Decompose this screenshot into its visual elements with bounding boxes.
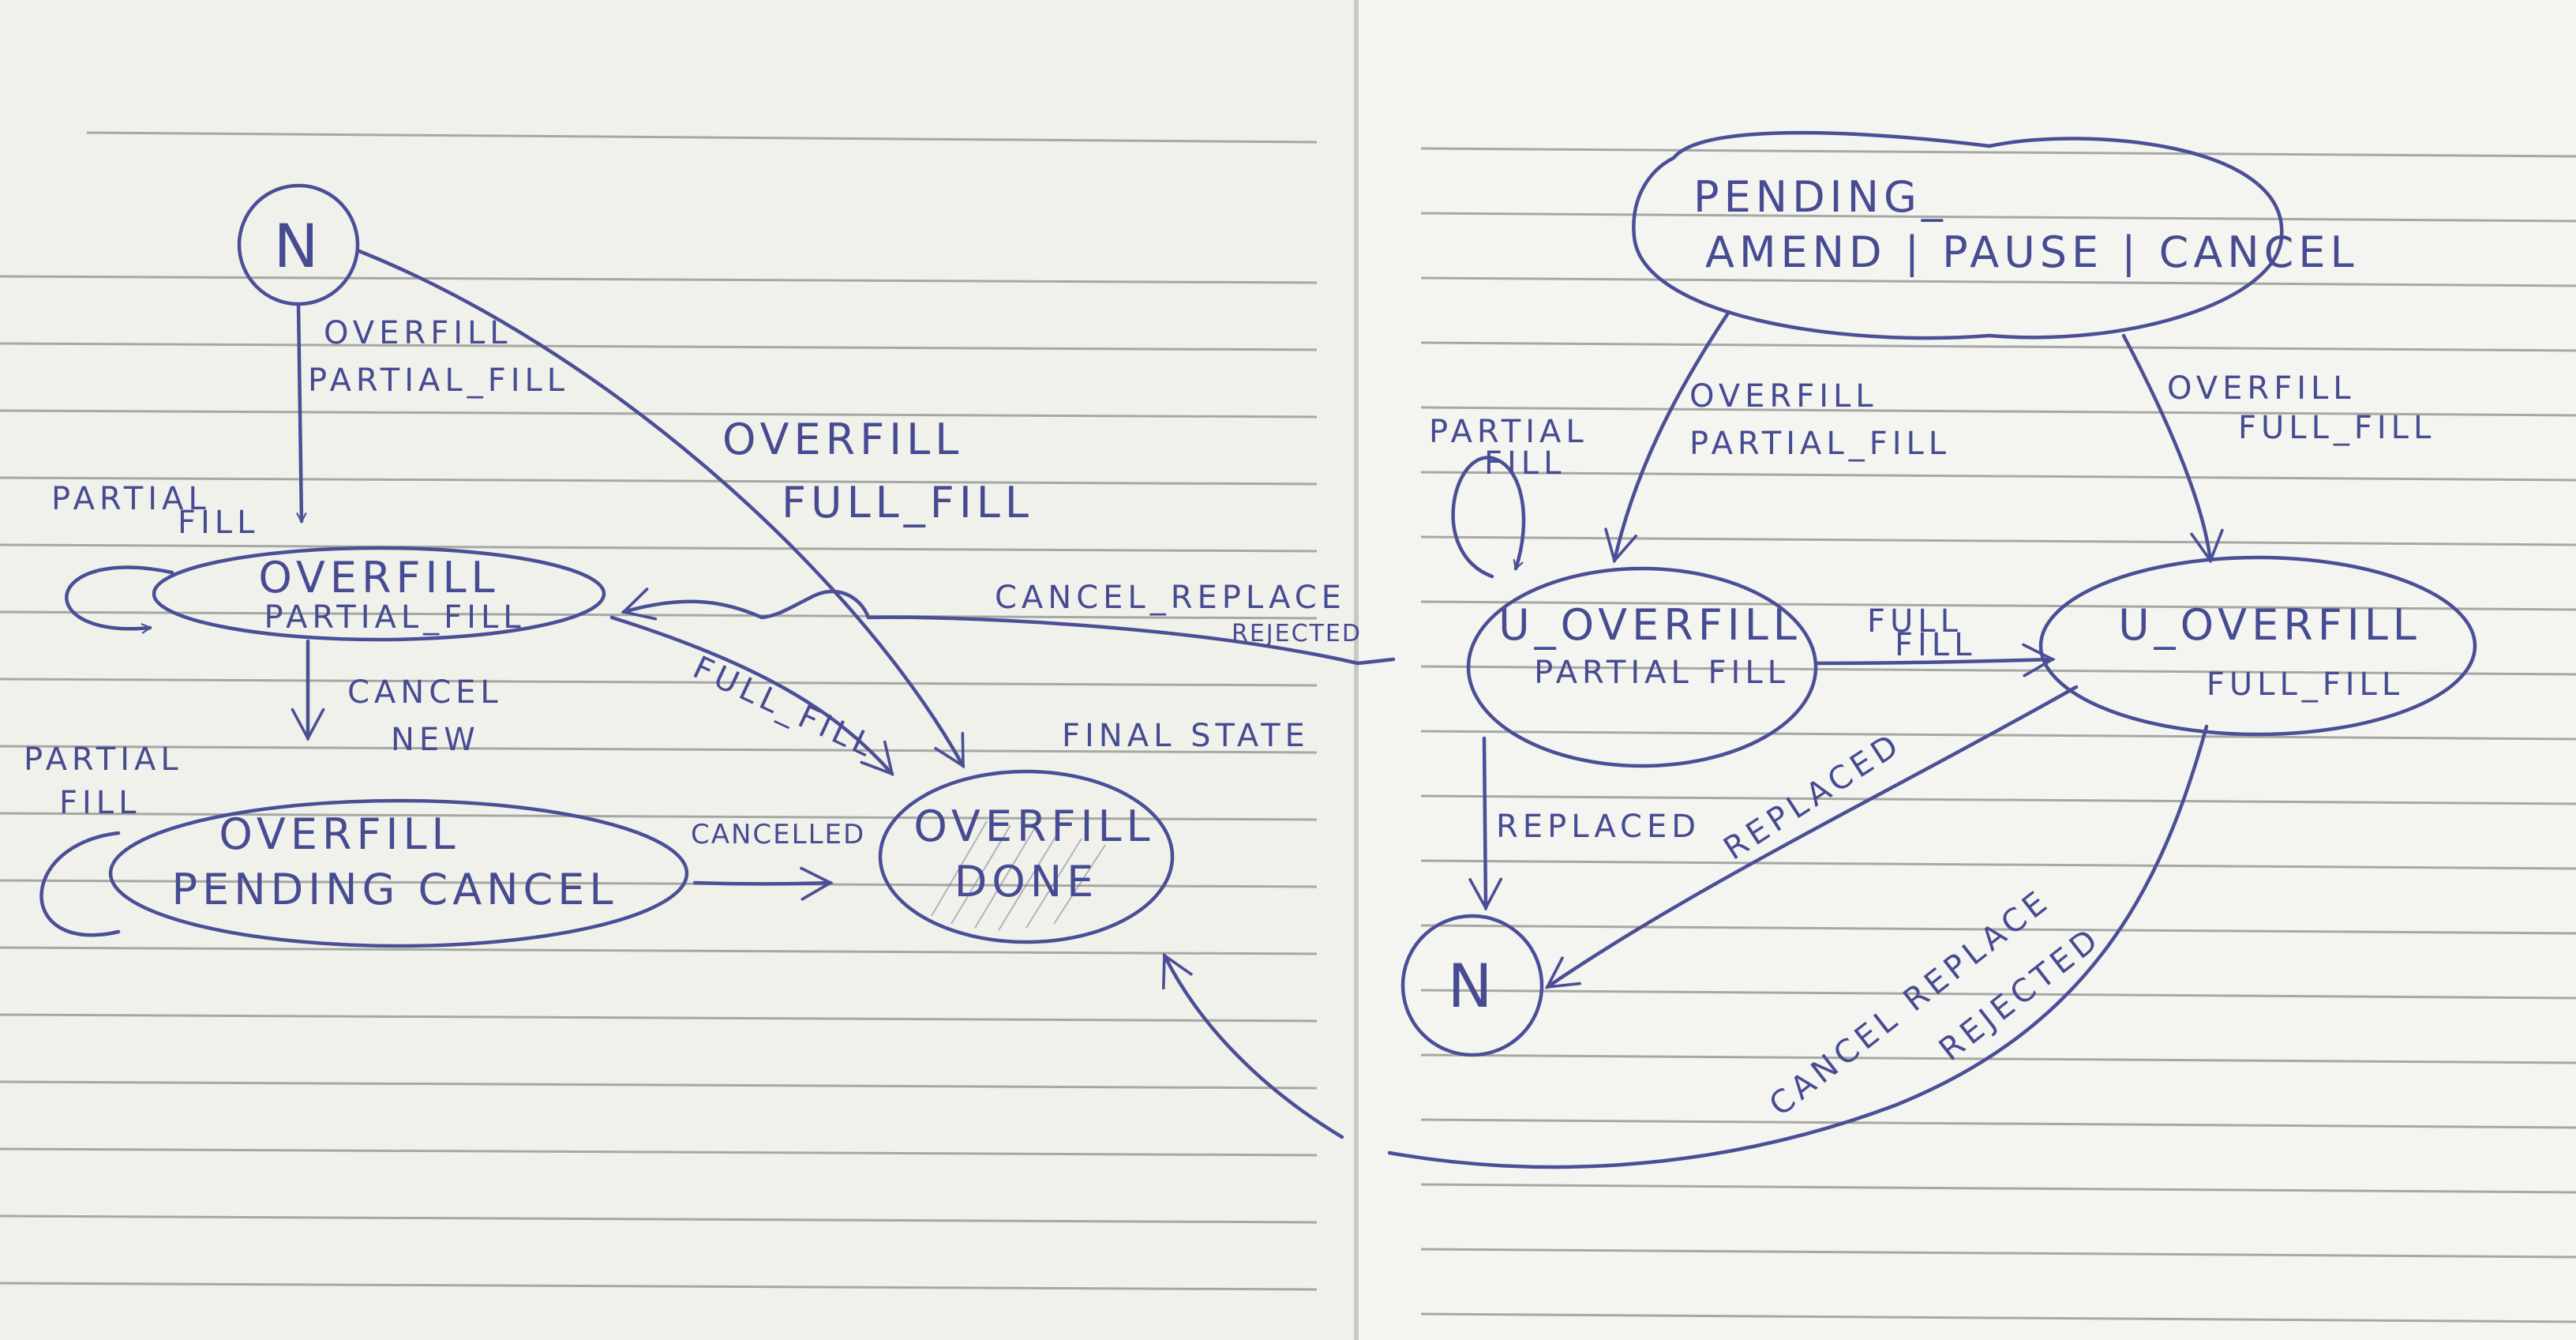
label-pending-to-partial-1: OVERFILL (1689, 378, 1878, 415)
left-diagram: N OVERFILL PARTIAL_FILL OVERFILL PENDING… (24, 183, 1362, 1139)
state-overfill-done-line1: OVERFILL (913, 801, 1154, 851)
label-replaced-down: REPLACED (1496, 809, 1700, 845)
label-partial-to-full-1: FULL (1867, 603, 1963, 640)
edge-cancel-replace-rejected-left (621, 587, 1360, 666)
state-n-right-label: N (1448, 951, 1498, 1021)
label-cancel-new-1: CANCEL (347, 674, 503, 711)
label-n-to-done-1: OVERFILL (722, 415, 963, 464)
edge-n-to-done (357, 249, 966, 769)
edge-cross-page-to-done (1161, 952, 1344, 1139)
state-n-left-label: N (274, 211, 324, 281)
edge-n-to-partial (298, 302, 302, 521)
final-state-hatching (931, 820, 1106, 931)
label-cancel-replace-rejected-left-1: CANCEL_REPLACE (995, 580, 1346, 616)
edge-partial-to-done (609, 615, 894, 776)
state-overfill-partial (152, 546, 606, 642)
label-cancelled: CANCELLED (691, 819, 865, 850)
state-n-right (1400, 914, 1544, 1057)
ruled-lines (0, 131, 2576, 1323)
state-overfill-pending-cancel-line2: PENDING CANCEL (172, 865, 618, 914)
state-u-overfill-partial-line1: U_OVERFILL (1498, 600, 1802, 650)
state-overfill-done-line2: DONE (954, 857, 1099, 906)
label-partial-to-full-2: FILL (1895, 627, 1976, 663)
label-pending-to-partial-2: PARTIAL_FILL (1689, 426, 1951, 462)
state-pending (1632, 130, 2284, 340)
state-u-overfill-full-line1: U_OVERFILL (2118, 600, 2421, 650)
left-page (0, 0, 1356, 1340)
edge-replaced-diag (1544, 685, 2079, 989)
label-self-loop-right-1: PARTIAL (1429, 414, 1588, 450)
edge-cancelled (692, 866, 834, 901)
state-overfill-done (878, 769, 1175, 944)
self-loop-pending (39, 831, 121, 937)
self-loop-right (1451, 456, 1526, 579)
state-u-overfill-partial-line2: PARTIAL FILL (1534, 655, 1790, 691)
edge-partial-to-full (1813, 643, 2056, 678)
edge-cancel-replace-rejected-right-start (1355, 657, 1396, 666)
state-overfill-pending-cancel (108, 798, 689, 948)
label-self-loop-partial-2: FILL (178, 505, 259, 541)
state-u-overfill-full-line2: FULL_FILL (2207, 666, 2404, 703)
label-self-loop-pending-2: FILL (59, 785, 141, 821)
state-pending-line2: AMEND | PAUSE | CANCEL (1705, 227, 2359, 277)
label-pending-to-full-1: OVERFILL (2167, 370, 2356, 407)
edge-pending-to-full (2121, 333, 2224, 564)
state-u-overfill-partial (1466, 566, 1818, 768)
label-pending-to-full-2: FULL_FILL (2238, 410, 2435, 446)
label-self-loop-pending-1: PARTIAL (24, 741, 183, 778)
edge-replaced-down (1468, 736, 1503, 911)
self-loop-partial (65, 565, 174, 629)
state-overfill-partial-line2: PARTIAL_FILL (264, 599, 525, 636)
edge-cancel-replace-rejected-right (1387, 724, 2209, 1169)
label-cancel-new-2: NEW (391, 722, 480, 758)
label-n-to-done-2: FULL_FILL (782, 478, 1033, 527)
label-n-to-partial-2: PARTIAL_FILL (308, 362, 569, 399)
label-self-loop-partial-1: PARTIAL (51, 481, 211, 517)
label-n-to-partial-1: OVERFILL (324, 315, 512, 351)
state-overfill-pending-cancel-line1: OVERFILL (219, 809, 459, 859)
label-cancel-replace-rejected-left-2: REJECTED (1232, 620, 1362, 647)
label-self-loop-right-2: FILL (1484, 445, 1565, 482)
state-overfill-partial-line1: OVERFILL (258, 553, 499, 602)
state-pending-line1: PENDING_ (1693, 172, 1948, 222)
edge-pending-to-partial (1604, 310, 1731, 564)
label-final-state: FINAL STATE (1062, 718, 1310, 754)
